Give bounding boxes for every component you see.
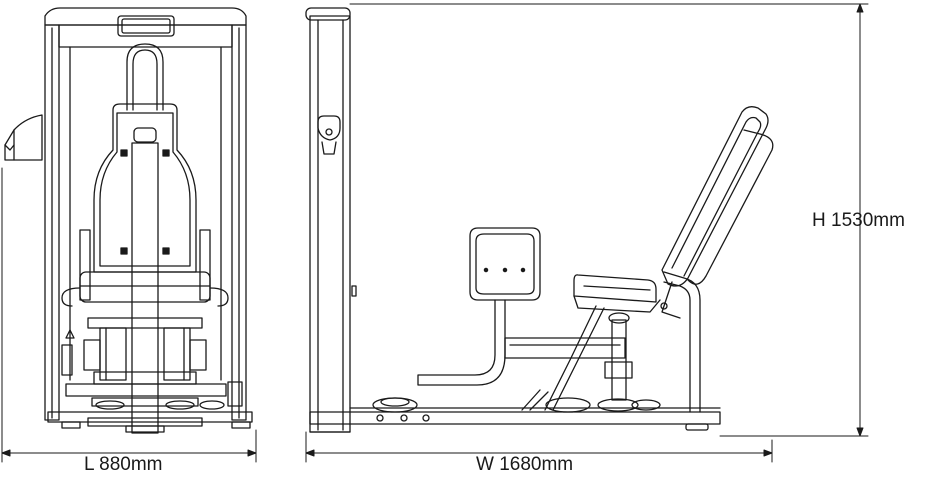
side-view-machine [305, 7, 774, 433]
dimension-lines [1, 3, 869, 463]
height-dimension-label: H 1530mm [812, 210, 905, 231]
width-dimension-label: W 1680mm [476, 454, 574, 475]
front-view-machine [4, 7, 253, 434]
length-dimension-label: L 880mm [84, 454, 163, 475]
